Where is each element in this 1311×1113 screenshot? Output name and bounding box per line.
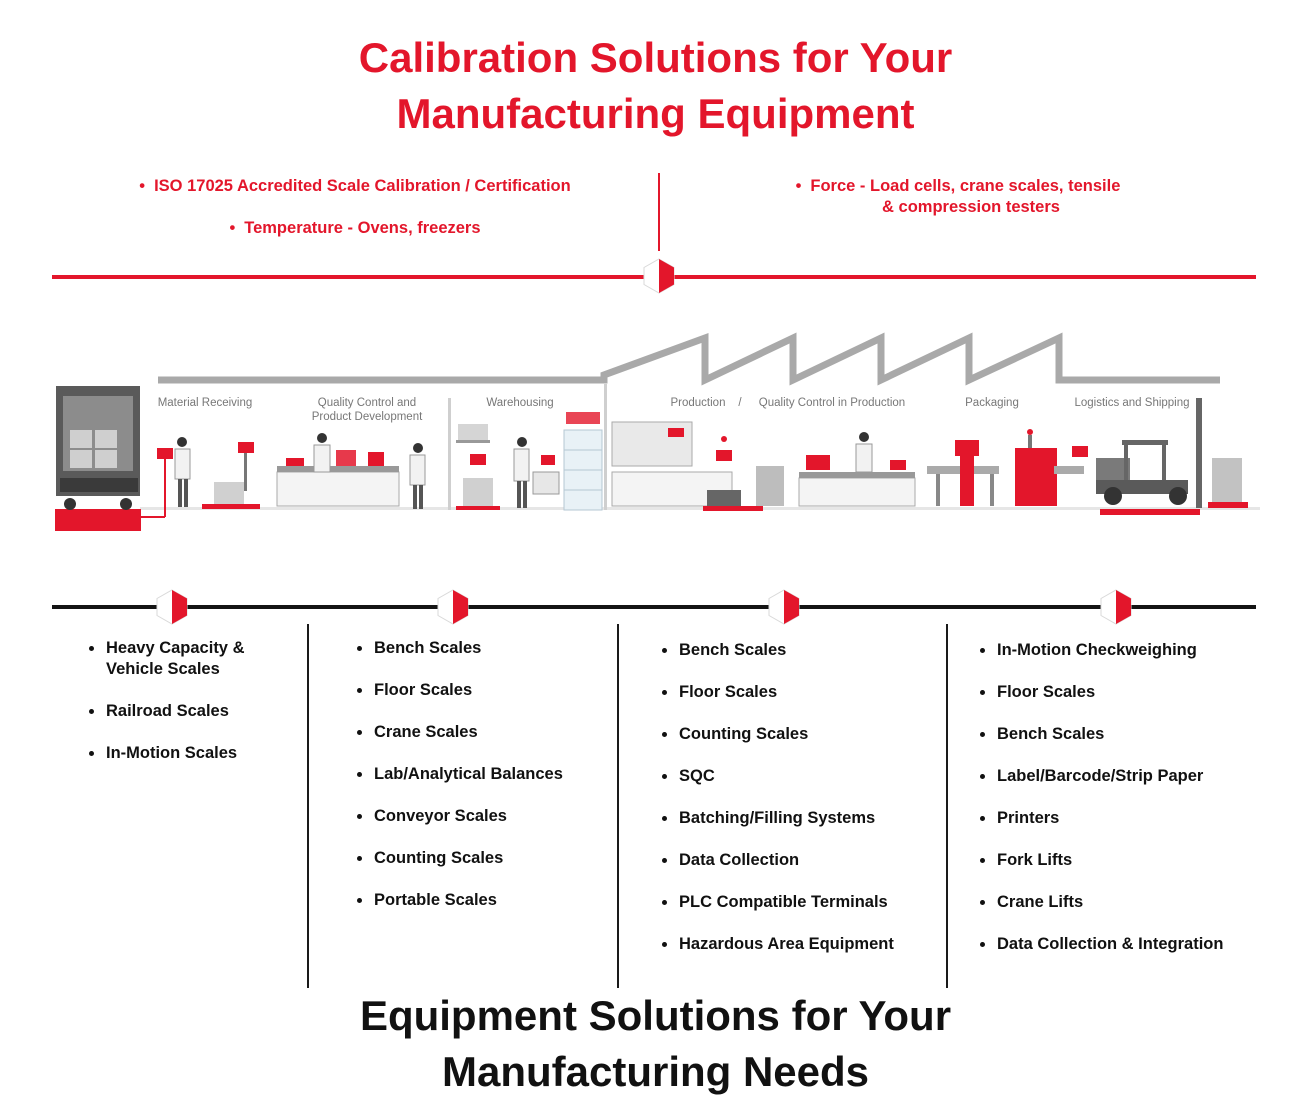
truck-icon bbox=[55, 386, 141, 531]
list-item: Fork Lifts bbox=[980, 850, 1280, 871]
terminal-icon bbox=[1072, 446, 1088, 457]
list-item: Floor Scales bbox=[662, 682, 942, 703]
column-divider-2 bbox=[617, 624, 619, 988]
floor-line bbox=[140, 507, 1260, 510]
zone-label-packaging: Packaging bbox=[965, 397, 1019, 409]
list-item: Bench Scales bbox=[980, 724, 1280, 745]
equipment-column-packaging-logistics: In-Motion Checkweighing Floor Scales Ben… bbox=[980, 640, 1280, 976]
list-item: Bench Scales bbox=[357, 638, 607, 659]
list-item: SQC bbox=[662, 766, 942, 787]
worker-icon bbox=[409, 443, 426, 509]
list-item: Conveyor Scales bbox=[357, 806, 607, 827]
hexagon-marker-2 bbox=[437, 589, 469, 625]
calibration-item-force-cont: & compression testers bbox=[882, 198, 1060, 216]
equipment-column-qc-warehousing: Bench Scales Floor Scales Crane Scales L… bbox=[357, 638, 607, 932]
cart-icon bbox=[532, 471, 560, 495]
list-item: Data Collection & Integration bbox=[980, 934, 1280, 955]
hexagon-marker-1 bbox=[156, 589, 188, 625]
list-item: Counting Scales bbox=[662, 724, 942, 745]
crate-icon bbox=[1212, 458, 1242, 502]
zone-label-quality-control-line-2: Product Development bbox=[311, 411, 423, 423]
roof-outline bbox=[158, 332, 1220, 386]
calibration-title-line-2: Manufacturing Equipment bbox=[396, 90, 915, 137]
checkweigher-icon bbox=[1015, 448, 1057, 506]
forklift-icon bbox=[1096, 398, 1202, 508]
terminal-icon bbox=[238, 442, 254, 453]
calibration-item-force: Force - Load cells, crane scales, tensil… bbox=[740, 176, 1176, 197]
worker-icon bbox=[313, 433, 331, 473]
calibration-title-line-1: Calibration Solutions for Your bbox=[358, 34, 953, 81]
terminal-icon bbox=[470, 454, 486, 465]
hexagon-marker-3 bbox=[768, 589, 800, 625]
zone-label-quality-control-line-1: Quality Control and bbox=[317, 397, 417, 409]
equipment-title-line-1: Equipment Solutions for Your bbox=[359, 992, 952, 1039]
list-item: Counting Scales bbox=[357, 848, 607, 869]
list-item: In-Motion Checkweighing bbox=[980, 640, 1280, 661]
list-item: Hazardous Area Equipment bbox=[662, 934, 942, 955]
calibration-title: Calibration Solutions for Your Manufactu… bbox=[0, 30, 1311, 142]
zone-label-qc-production: Quality Control in Production bbox=[758, 397, 906, 409]
zone-label-quality-control: Quality Control and Product Development bbox=[296, 396, 438, 424]
worker-icon bbox=[174, 437, 191, 507]
terminal-icon bbox=[157, 448, 173, 459]
column-divider-1 bbox=[307, 624, 309, 988]
calibration-item-temperature: Temperature - Ovens, freezers bbox=[112, 218, 598, 239]
shelf-box-icon bbox=[458, 424, 488, 440]
equipment-column-production: Bench Scales Floor Scales Counting Scale… bbox=[662, 640, 942, 976]
zone-label-material-receiving: Material Receiving bbox=[157, 397, 253, 409]
crate-icon bbox=[214, 482, 244, 504]
terminal-icon bbox=[806, 455, 830, 470]
hexagon-marker-4 bbox=[1100, 589, 1132, 625]
column-divider-3 bbox=[946, 624, 948, 988]
crate-icon bbox=[756, 466, 784, 506]
list-item: Floor Scales bbox=[980, 682, 1280, 703]
zone-label-warehousing: Warehousing bbox=[486, 397, 554, 409]
list-item: Data Collection bbox=[662, 850, 942, 871]
list-item: Bench Scales bbox=[662, 640, 942, 661]
list-item: PLC Compatible Terminals bbox=[662, 892, 942, 913]
floor-scale-icon bbox=[202, 504, 260, 509]
zone-label-separator: / bbox=[738, 397, 742, 409]
calibration-divider bbox=[658, 173, 660, 251]
bottom-black-line bbox=[52, 605, 1256, 609]
list-item: Lab/Analytical Balances bbox=[357, 764, 607, 785]
list-item: In-Motion Scales bbox=[89, 743, 294, 764]
list-item: Portable Scales bbox=[357, 890, 607, 911]
terminal-icon bbox=[955, 440, 979, 456]
hexagon-marker-top bbox=[643, 258, 675, 294]
crate-icon bbox=[463, 478, 493, 506]
equipment-column-receiving: Heavy Capacity & Vehicle Scales Railroad… bbox=[89, 638, 294, 785]
list-item: Printers bbox=[980, 808, 1280, 829]
zone-label-production: Production bbox=[670, 397, 726, 409]
list-item: Label/Barcode/Strip Paper bbox=[980, 766, 1280, 787]
equipment-title-line-2: Manufacturing Needs bbox=[441, 1048, 870, 1095]
zone-label-logistics: Logistics and Shipping bbox=[1074, 397, 1190, 409]
worker-icon bbox=[855, 432, 873, 473]
equipment-title: Equipment Solutions for Your Manufacturi… bbox=[0, 988, 1311, 1100]
list-item: Heavy Capacity & Vehicle Scales bbox=[89, 638, 294, 680]
list-item: Floor Scales bbox=[357, 680, 607, 701]
terminal-icon bbox=[716, 450, 732, 461]
list-item: Crane Scales bbox=[357, 722, 607, 743]
lab-bench-icon bbox=[276, 471, 400, 507]
worker-icon bbox=[513, 437, 530, 508]
list-item: Railroad Scales bbox=[89, 701, 294, 722]
factory-illustration bbox=[55, 332, 1260, 531]
list-item: Crane Lifts bbox=[980, 892, 1280, 913]
calibration-item-iso: ISO 17025 Accredited Scale Calibration /… bbox=[112, 176, 598, 197]
list-item: Batching/Filling Systems bbox=[662, 808, 942, 829]
qc-bench-icon bbox=[798, 477, 916, 507]
